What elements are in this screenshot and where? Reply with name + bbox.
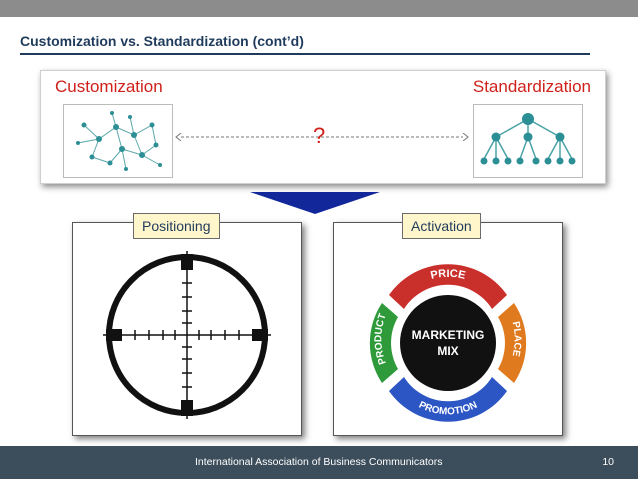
top-bar	[0, 0, 638, 17]
svg-text:PRICE: PRICE	[429, 268, 466, 282]
page-number: 10	[602, 456, 614, 468]
network-diagram-icon	[63, 104, 173, 178]
positioning-label: Positioning	[133, 213, 220, 239]
hierarchy-tree-icon	[473, 104, 583, 178]
activation-card: MARKETING MIX PRICE PLACE PROMOTION PROD…	[333, 222, 563, 436]
footer-text: International Association of Business Co…	[195, 456, 442, 468]
footer-bar: International Association of Business Co…	[0, 446, 638, 479]
customization-label: Customization	[55, 77, 163, 97]
slide-title: Customization vs. Standardization (cont’…	[20, 33, 304, 49]
positioning-card	[72, 222, 302, 436]
marketing-mix-wheel: MARKETING MIX PRICE PLACE PROMOTION PROD…	[334, 223, 562, 435]
down-arrow-icon	[250, 192, 380, 214]
segment-price: PRICE	[429, 268, 466, 282]
mix-center-line1: MARKETING	[412, 328, 485, 342]
crosshair-icon	[73, 223, 301, 435]
title-underline	[20, 53, 590, 55]
standardization-label: Standardization	[473, 77, 591, 97]
comparison-panel: Customization Standardization	[40, 70, 606, 184]
activation-label: Activation	[402, 213, 481, 239]
question-mark: ?	[313, 123, 325, 149]
mix-center-line2: MIX	[437, 344, 458, 358]
